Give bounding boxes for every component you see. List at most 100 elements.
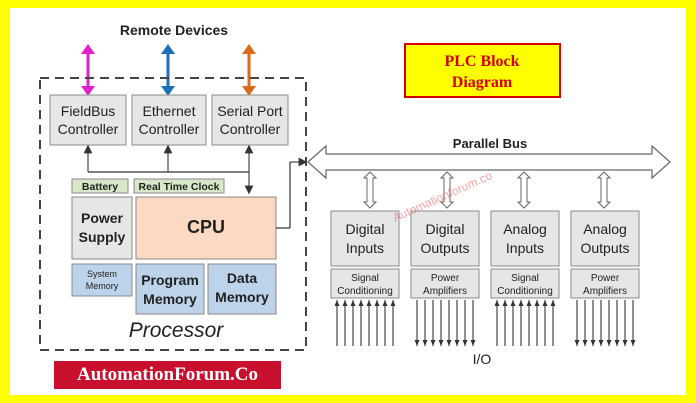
digital-outputs-line1: Digital xyxy=(426,221,465,237)
io-signal-arrowhead xyxy=(526,300,532,306)
brand-label: AutomationForum.Co xyxy=(76,364,259,385)
io-signal-arrowhead xyxy=(590,340,596,346)
io-signal-arrowhead xyxy=(382,300,388,306)
digital-outputs-module: Digital Outputs Power Amplifiers xyxy=(410,210,480,299)
io-signal-arrowhead xyxy=(374,300,380,306)
io-signal-arrowhead xyxy=(510,300,516,306)
analog-inputs-module: Analog Inputs Signal Conditioning xyxy=(490,210,560,299)
analog-inputs-sub2: Conditioning xyxy=(497,286,553,297)
serial-line2: Controller xyxy=(220,121,281,137)
analog-outputs-line1: Analog xyxy=(583,221,627,237)
analog-outputs-sub1: Power xyxy=(591,273,620,284)
program-memory-line1: Program xyxy=(141,272,199,288)
analog-inputs-line2: Inputs xyxy=(506,240,544,256)
io-signal-arrowhead xyxy=(430,340,436,346)
power-supply-line1: Power xyxy=(81,210,124,226)
io-signal-arrowhead xyxy=(438,340,444,346)
brand-badge: AutomationForum.Co xyxy=(52,359,283,391)
io-signal-arrowhead xyxy=(358,300,364,306)
io-signal-arrowhead xyxy=(630,340,636,346)
real-time-clock-box: Real Time Clock xyxy=(133,178,225,194)
analog-outputs-module: Analog Outputs Power Amplifiers xyxy=(570,210,640,299)
digital-inputs-line1: Digital xyxy=(346,221,385,237)
power-supply-line2: Supply xyxy=(79,229,126,245)
parallel-bus-label: Parallel Bus xyxy=(453,136,527,151)
ethernet-controller: Ethernet Controller xyxy=(131,94,207,146)
io-signal-arrowhead xyxy=(446,340,452,346)
cpu-bus-connection xyxy=(276,157,308,229)
program-memory-line2: Memory xyxy=(143,291,197,307)
io-signal-arrowhead xyxy=(342,300,348,306)
analog-outputs-sub2: Amplifiers xyxy=(583,286,627,297)
serial-line1: Serial Port xyxy=(217,103,282,119)
io-signal-arrowhead xyxy=(542,300,548,306)
fieldbus-controller: FieldBus Controller xyxy=(49,94,127,146)
io-label: I/O xyxy=(473,351,492,367)
real-time-clock-label: Real Time Clock xyxy=(139,181,220,193)
battery-label: Battery xyxy=(82,181,118,193)
power-supply-box: Power Supply xyxy=(71,196,133,260)
digital-inputs-line2: Inputs xyxy=(346,240,384,256)
cpu-label: CPU xyxy=(187,217,225,237)
data-memory-box: Data Memory xyxy=(207,263,277,315)
io-signal-arrowhead xyxy=(518,300,524,306)
title-box: PLC Block Diagram xyxy=(404,43,561,98)
data-memory-line1: Data xyxy=(227,270,258,286)
system-memory-line2: Memory xyxy=(86,281,119,291)
digital-outputs-sub1: Power xyxy=(431,273,460,284)
cpu-box: CPU xyxy=(135,196,277,260)
ethernet-line2: Controller xyxy=(139,121,200,137)
remote-arrow-fieldbus xyxy=(81,44,95,96)
remote-arrow-serial xyxy=(242,44,256,96)
remote-arrow-ethernet xyxy=(161,44,175,96)
analog-inputs-sub1: Signal xyxy=(511,273,539,284)
analog-inputs-line1: Analog xyxy=(503,221,547,237)
analog-outputs-line2: Outputs xyxy=(580,240,629,256)
bus-drop-4 xyxy=(596,171,612,209)
digital-outputs-line2: Outputs xyxy=(420,240,469,256)
bus-drop-3 xyxy=(516,171,532,209)
io-signal-arrowhead xyxy=(502,300,508,306)
title-line1: PLC Block xyxy=(444,53,519,70)
io-signal-arrowhead xyxy=(414,340,420,346)
io-signal-arrowhead xyxy=(614,340,620,346)
system-memory-box: System Memory xyxy=(71,263,133,297)
io-signal-arrowhead xyxy=(334,300,340,306)
io-signal-arrowhead xyxy=(598,340,604,346)
controller-connections xyxy=(83,144,254,195)
io-signal-arrowhead xyxy=(390,300,396,306)
io-signal-arrowhead xyxy=(454,340,460,346)
bus-drop-2 xyxy=(439,171,455,209)
io-signal-lines xyxy=(334,300,636,346)
fieldbus-line2: Controller xyxy=(58,121,119,137)
io-signal-arrowhead xyxy=(534,300,540,306)
bus-drop-1 xyxy=(362,171,378,209)
io-signal-arrowhead xyxy=(462,340,468,346)
io-signal-arrowhead xyxy=(550,300,556,306)
remote-devices-label: Remote Devices xyxy=(120,22,228,38)
io-signal-arrowhead xyxy=(574,340,580,346)
parallel-bus-arrow xyxy=(307,144,671,180)
io-signal-arrowhead xyxy=(470,340,476,346)
io-signal-arrowhead xyxy=(622,340,628,346)
digital-outputs-sub2: Amplifiers xyxy=(423,286,467,297)
processor-label: Processor xyxy=(129,319,225,342)
fieldbus-line1: FieldBus xyxy=(61,103,115,119)
io-signal-arrowhead xyxy=(350,300,356,306)
io-signal-arrowhead xyxy=(494,300,500,306)
digital-inputs-module: Digital Inputs Signal Conditioning xyxy=(330,210,400,299)
io-signal-arrowhead xyxy=(422,340,428,346)
ethernet-line1: Ethernet xyxy=(143,103,196,119)
data-memory-line2: Memory xyxy=(215,289,269,305)
io-signal-arrowhead xyxy=(582,340,588,346)
battery-box: Battery xyxy=(71,178,129,194)
digital-inputs-sub2: Conditioning xyxy=(337,286,393,297)
title-line2: Diagram xyxy=(452,74,513,91)
digital-inputs-sub1: Signal xyxy=(351,273,379,284)
system-memory-line1: System xyxy=(87,269,117,279)
serial-port-controller: Serial Port Controller xyxy=(211,94,289,146)
io-signal-arrowhead xyxy=(366,300,372,306)
program-memory-box: Program Memory xyxy=(135,263,205,315)
